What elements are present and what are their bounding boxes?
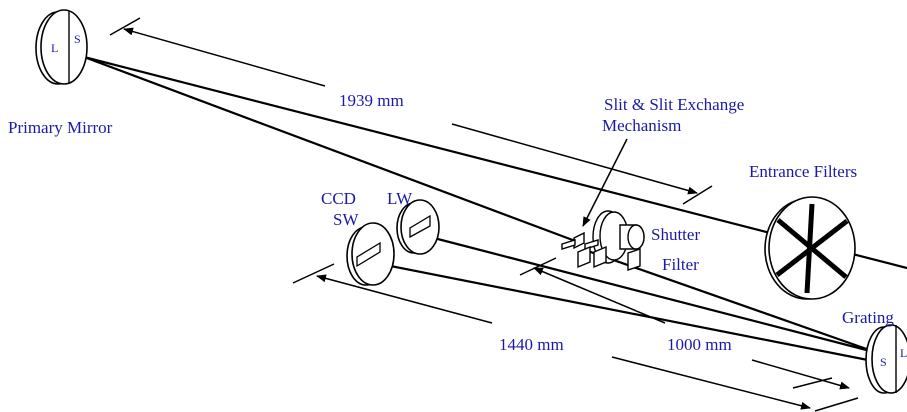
dimension-tick-left bbox=[292, 263, 335, 284]
dimension-arrow-top-left bbox=[123, 27, 326, 87]
label-ccd: CCD bbox=[321, 189, 356, 208]
dimension-tick-top-left bbox=[109, 17, 141, 36]
ray-primary-mirror-to-slit bbox=[83, 55, 579, 244]
label-shutter: Shutter bbox=[651, 225, 700, 244]
dimension-arrow-1000-left bbox=[533, 267, 666, 324]
label-sw: SW bbox=[333, 210, 359, 229]
dimension-1939mm bbox=[109, 17, 713, 205]
slit-shutter-assembly bbox=[561, 210, 645, 271]
dimension-arrow-top-right bbox=[451, 123, 698, 195]
label-slit-line1: Slit & Slit Exchange bbox=[604, 95, 744, 114]
label-grating: Grating bbox=[842, 308, 894, 327]
label-entrance-filters: Entrance Filters bbox=[749, 162, 857, 181]
ccd-sw-detector bbox=[346, 222, 395, 286]
label-slit-line2: Mechanism bbox=[602, 116, 681, 135]
ray-grating-to-sw-detector bbox=[369, 260, 879, 364]
dimension-tick-slit bbox=[519, 257, 557, 276]
label-lw: LW bbox=[387, 189, 413, 208]
ray-grating-to-lw-detector bbox=[429, 235, 879, 355]
grating bbox=[865, 324, 907, 394]
dimension-arrow-1000-right bbox=[751, 359, 850, 390]
entrance-filters bbox=[764, 196, 856, 300]
dimension-tick-bottom-1 bbox=[792, 377, 833, 389]
dimension-tick-top-right bbox=[682, 185, 713, 205]
primary-mirror-mark-right: S bbox=[74, 32, 81, 46]
dimension-arrow-1440-left bbox=[316, 274, 493, 324]
dimension-1000mm bbox=[519, 257, 859, 412]
label-distance-1939mm: 1939 mm bbox=[339, 91, 404, 110]
label-primary-mirror: Primary Mirror bbox=[8, 118, 113, 137]
dimension-1440mm bbox=[292, 263, 493, 324]
primary-mirror-mark-left: L bbox=[51, 41, 58, 55]
dimension-tick-bottom-2 bbox=[814, 397, 859, 412]
primary-mirror bbox=[35, 9, 88, 85]
dimension-arrow-bottom-left bbox=[611, 356, 811, 410]
slit-pointer-arrow bbox=[582, 138, 628, 227]
label-distance-1000mm: 1000 mm bbox=[667, 335, 732, 354]
label-distance-1440mm: 1440 mm bbox=[499, 335, 564, 354]
label-filter: Filter bbox=[662, 255, 699, 274]
ccd-lw-detector bbox=[396, 199, 440, 255]
grating-mark-right: L bbox=[900, 346, 907, 360]
grating-mark-left: S bbox=[880, 355, 887, 369]
